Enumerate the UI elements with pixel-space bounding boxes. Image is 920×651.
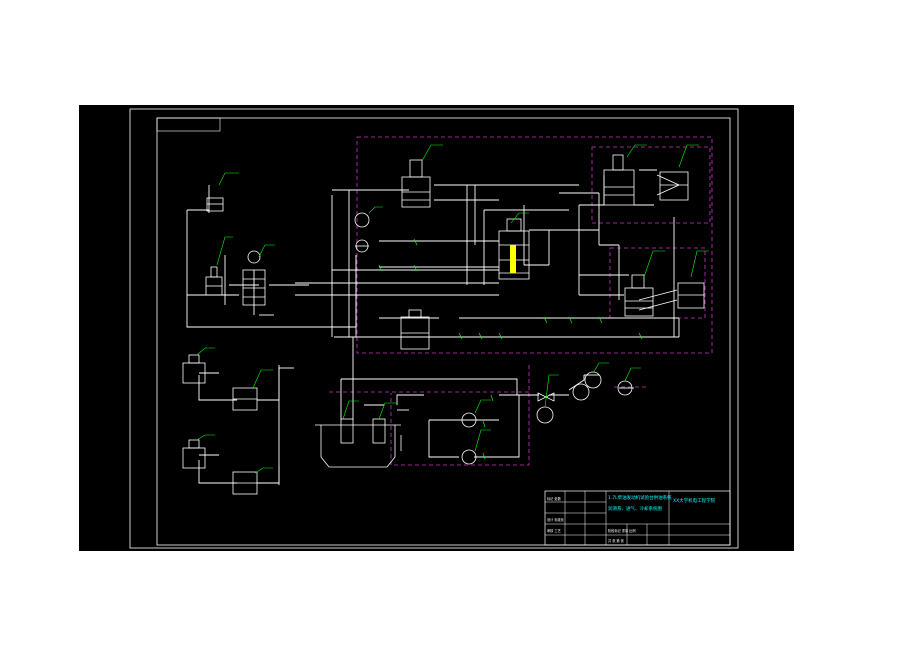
fittings	[378, 238, 643, 460]
title-row-d: 阶段标记 重量 比例	[608, 528, 636, 533]
valve-top-left	[206, 197, 224, 212]
left-station-tank-2	[182, 447, 206, 469]
right-pump	[536, 406, 554, 424]
inner-frame	[156, 117, 731, 546]
corner-box	[156, 117, 221, 132]
pump-lower	[461, 449, 477, 465]
left-gauge	[247, 250, 261, 264]
cad-drawing-canvas: 1.7L柴油发动机试验台供油系统 润滑系、进气、冷却系统图 XX大学机电工程学院…	[79, 105, 794, 551]
title-row-a: 标记 处数	[547, 496, 562, 501]
pump-boundary	[390, 365, 530, 466]
title-row-b: 设计 标准化	[547, 517, 565, 522]
lower-right-cylinder-a	[624, 287, 654, 317]
title-row-c: 审核 工艺	[547, 528, 561, 533]
title-line-2: 润滑系、进气、冷却系统图	[608, 505, 662, 512]
company-name: XX大学机电工程学院	[673, 497, 716, 504]
components	[182, 154, 705, 495]
cooler-a	[572, 383, 590, 401]
upper-right-cylinder-a	[603, 169, 635, 206]
title-block: 1.7L柴油发动机试验台供油系统 润滑系、进气、冷却系统图 XX大学机电工程学院…	[544, 490, 731, 546]
title-block-frame	[544, 490, 731, 546]
title-row-e: 共 张 第 张	[608, 538, 625, 543]
pump-upper	[461, 412, 477, 428]
flowmeter-circle	[354, 212, 370, 228]
title-line-1: 1.7L柴油发动机试验台供油系统	[608, 494, 672, 501]
upper-right-cylinder-b	[659, 171, 689, 201]
outer-frame	[129, 108, 739, 549]
cooler-b	[584, 371, 602, 389]
equipment-boundaries	[329, 136, 713, 466]
central-filter-element	[510, 245, 516, 273]
upper-right-boundary	[591, 146, 711, 224]
lower-right-cylinder-b	[677, 282, 705, 309]
main-boundary	[356, 136, 713, 354]
pipe-network	[186, 169, 680, 485]
schematic-svg: 1.7L柴油发动机试验台供油系统 润滑系、进气、冷却系统图 XX大学机电工程学院…	[129, 108, 739, 549]
leader-lines	[196, 144, 709, 474]
oil-tank	[320, 425, 396, 468]
left-multi-valve	[242, 269, 266, 306]
